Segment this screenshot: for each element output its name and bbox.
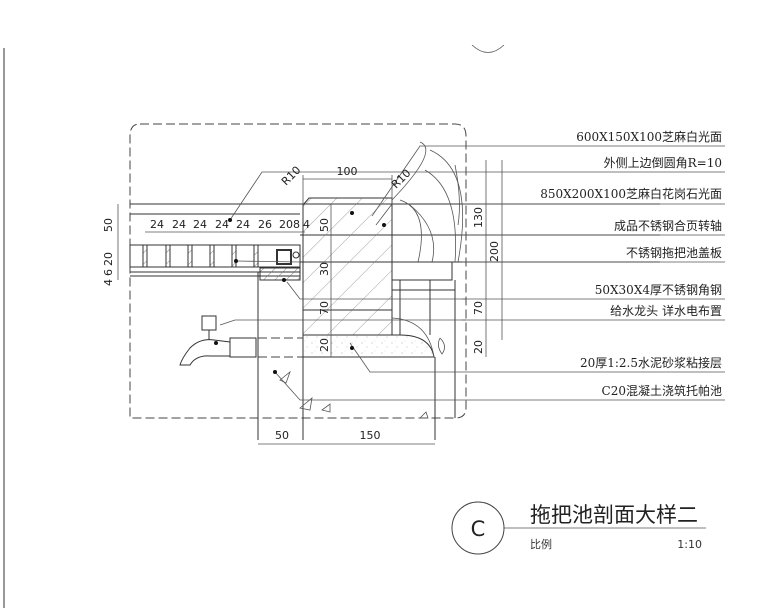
- dim-left: 50: [102, 218, 115, 232]
- dim-center: 20: [318, 338, 331, 352]
- grate-dim: 24: [236, 218, 250, 231]
- right-dims: 130 70 20 200: [472, 207, 501, 354]
- pipe-coupling: [229, 337, 257, 358]
- dim-center: 50: [318, 218, 331, 232]
- grate-dim: 26: [258, 218, 272, 231]
- callout-label: 20厚1:2.5水泥砂浆粘接层: [580, 355, 722, 370]
- concrete-triangles: [279, 370, 429, 419]
- callout-label: 850X200X100芝麻白花岗石光面: [540, 186, 722, 201]
- grate-bars: [142, 244, 259, 268]
- arc-fragment: [471, 44, 505, 53]
- scale-value: 1:10: [677, 538, 702, 551]
- section-mark: C: [471, 517, 486, 541]
- dim-radius-right: R10: [389, 167, 413, 191]
- dim-top-width: 100: [337, 165, 358, 178]
- scale-label: 比例: [530, 537, 552, 551]
- drain-fitting: [438, 337, 445, 355]
- grate-dim: 20: [279, 218, 293, 231]
- mop-base: [391, 261, 453, 281]
- granite-slab: [302, 197, 393, 336]
- grate-dims: 24 24 24 24 24 26 20 8 4: [150, 218, 310, 231]
- leader-lines: [219, 145, 725, 401]
- callout-labels: 600X150X100芝麻白光面 外侧上边倒圆角R=10 850X200X100…: [540, 129, 722, 398]
- dim-radius-left: R10: [279, 164, 303, 188]
- dim-right: 130: [472, 207, 485, 228]
- dim-right: 70: [472, 301, 485, 315]
- cover-plate: [129, 244, 301, 268]
- pit-arc: [391, 317, 435, 358]
- dim-center: 70: [318, 301, 331, 315]
- grate-dim: 24: [172, 218, 186, 231]
- callout-label: C20混凝土浇筑托帕池: [602, 383, 722, 398]
- mop-sketch: [391, 141, 464, 263]
- faucet-icon: [179, 339, 231, 366]
- angle-steel: [259, 267, 301, 281]
- callout-label: 成品不锈钢合页转轴: [614, 218, 722, 233]
- grate-dim: 4: [303, 218, 310, 231]
- faucet-handle: [201, 315, 217, 331]
- dim-left: 6: [102, 269, 115, 276]
- callout-label: 外侧上边倒圆角R=10: [604, 156, 722, 170]
- center-vertical-dims: 50 30 70 20: [318, 218, 331, 352]
- callout-label: 600X150X100芝麻白光面: [576, 129, 722, 144]
- dim-right: 20: [472, 340, 485, 354]
- grate-dim: 24: [215, 218, 229, 231]
- dim-lines: [117, 160, 503, 445]
- grate-dim: 24: [193, 218, 207, 231]
- drawing-title: 拖把池剖面大样二: [530, 503, 698, 527]
- dim-bottom: 150: [360, 429, 381, 442]
- grate-dim: 8: [293, 218, 300, 231]
- hinge-tube: [276, 249, 292, 265]
- dim-bottom: 50: [275, 429, 289, 442]
- dim-right-total: 200: [488, 241, 501, 262]
- dim-center: 30: [318, 262, 331, 276]
- callout-label: 50X30X4厚不锈钢角钢: [595, 283, 722, 297]
- dim-left: 20: [102, 252, 115, 266]
- leader-dots: [214, 211, 386, 374]
- callout-label: 给水龙头 详水电布置: [610, 303, 722, 318]
- callout-label: 不锈钢拖把池盖板: [626, 246, 722, 260]
- hinge-pin: [292, 251, 300, 259]
- left-vertical-dims: 50 20 6 4: [102, 218, 115, 286]
- grate-dim: 24: [150, 218, 164, 231]
- pit-boundary-dashed: [129, 123, 467, 419]
- dim-left: 4: [102, 279, 115, 286]
